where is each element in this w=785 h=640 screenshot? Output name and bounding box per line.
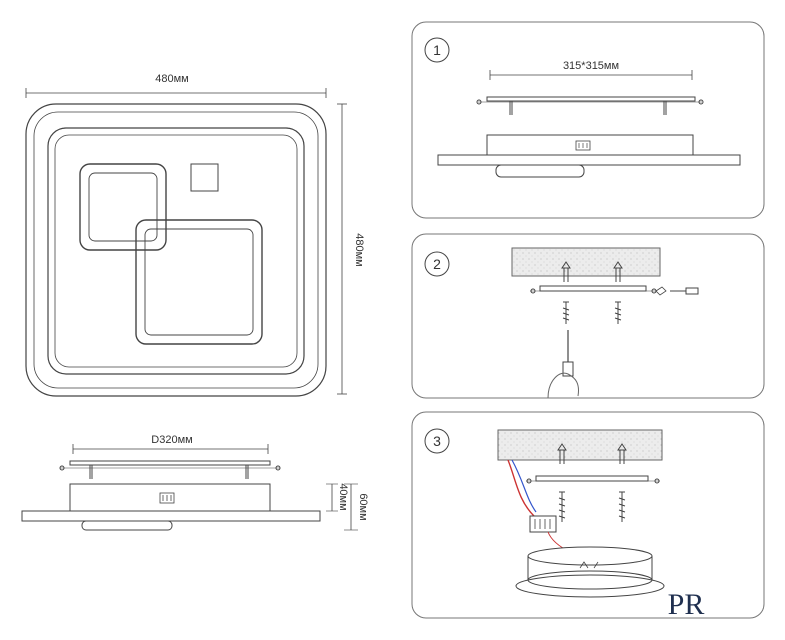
wire-red (507, 459, 535, 517)
screw-left-step3 (558, 491, 566, 522)
sensor-square (190, 163, 219, 192)
step-3-drawing (497, 429, 665, 598)
ceiling-block (511, 247, 661, 277)
lamp-body (69, 483, 271, 512)
wall-anchor-right (613, 261, 623, 282)
screw-left (562, 301, 570, 324)
mount-size-label: 315*315мм (563, 60, 619, 72)
wall-anchor-right-step3 (617, 443, 627, 464)
step-2-drawing (511, 247, 699, 399)
lamp-outer-frame (25, 103, 327, 397)
step-3-panel (411, 411, 765, 619)
diameter-label: D320мм (151, 434, 192, 446)
lamp-inner-frame (47, 127, 305, 375)
depth-label: 40мм (337, 483, 349, 510)
step-1-badge (424, 37, 450, 63)
large-square-ring (135, 219, 263, 345)
wall-anchor-left (561, 261, 571, 282)
step-1-number: 1 (433, 42, 441, 58)
total-height-label: 60мм (357, 493, 369, 520)
side-view (21, 444, 358, 531)
hand-outline (547, 372, 579, 399)
step-2-badge (424, 251, 450, 277)
width-label: 480мм (155, 73, 188, 85)
ceiling-block-step3 (497, 429, 663, 461)
mounting-bar (69, 460, 271, 466)
step-1-panel (411, 21, 765, 219)
screwdriver-small (670, 287, 699, 295)
mounting-bar-step2 (539, 285, 647, 292)
step-3-number: 3 (433, 433, 441, 449)
small-square-ring (79, 163, 167, 251)
wire-blue (511, 459, 537, 513)
step-1-drawing (437, 70, 741, 178)
step-2-number: 2 (433, 256, 441, 272)
wire-connector (529, 515, 557, 533)
terminal-block (159, 492, 175, 504)
lamp-diffuser (81, 520, 173, 531)
screw-right (614, 301, 622, 324)
height-label: 480мм (353, 233, 365, 266)
lamp-body-top (527, 546, 653, 566)
screw-right-step3 (618, 491, 626, 522)
lamp-panel-edge (515, 574, 665, 598)
step-3-badge (424, 428, 450, 454)
mounting-bar-step3 (535, 475, 649, 482)
brand-logo: PR (668, 588, 705, 621)
top-view (25, 88, 347, 397)
lamp-panel (21, 510, 321, 522)
step-2-panel (411, 233, 765, 399)
wall-anchor-left-step3 (557, 443, 567, 464)
